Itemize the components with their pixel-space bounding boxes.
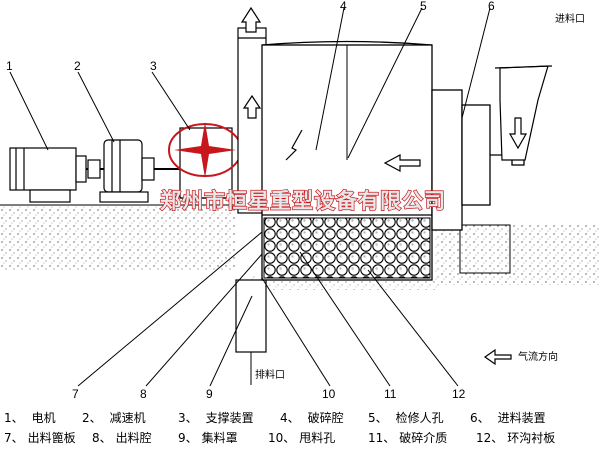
star-logo-icon [168,122,242,178]
legend-item-1: 1、电机 [4,411,56,425]
callout-1: 1 [6,59,13,73]
callout-5: 5 [420,0,427,13]
callout-12: 12 [452,387,466,401]
callout-11: 11 [384,387,397,401]
airflow-direction-label: 气流方向 [518,350,558,363]
leader-lines [9,7,491,387]
callout-3: 3 [150,59,157,73]
legend-item-7: 7、出料篦板 [4,430,76,445]
support-device [179,127,240,199]
left-arrow-icon [285,129,512,366]
callout-9: 9 [206,387,213,401]
callout-4: 4 [340,0,347,13]
callout-10: 10 [322,387,336,401]
legend-item-10: 10、甩料孔 [268,431,335,445]
legend: 1、电机 2、减速机 3、支撑装置 4、破碎腔 5、检修人孔 6、进料装置 7、… [4,410,555,445]
legend-item-2: 2、减速机 [82,411,146,425]
legend-item-9: 9、集料罩 [178,430,238,445]
callout-2: 2 [74,59,81,73]
legend-item-8: 8、出料腔 [92,430,152,445]
legend-item-3: 3、支撑装置 [178,410,254,425]
callout-6: 6 [488,0,495,13]
callout-8: 8 [140,387,147,401]
collection-hood [235,27,267,385]
watermark-text: 郑州市恒星重型设备有限公司 [160,189,446,213]
legend-item-12: 12、环沟衬板 [476,431,555,445]
up-arrow-icon [240,6,262,119]
legend-item-6: 6、进料装置 [470,411,546,425]
grinding-media [263,217,431,279]
callout-7: 7 [72,387,79,401]
reducer [99,139,180,203]
legend-item-4: 4、破碎腔 [280,410,344,425]
motor [9,147,104,203]
feed-device [494,65,553,161]
callout-numbers: 1 2 3 4 5 6 7 8 9 10 11 12 [6,0,495,401]
discharge-outlet-label: 排料口 [255,368,285,381]
legend-item-5: 5、检修人孔 [368,410,444,425]
feed-inlet-label: 进料口 [555,12,585,25]
legend-item-11: 11、破碎介质 [368,430,447,445]
down-arrow-icon [508,117,528,150]
